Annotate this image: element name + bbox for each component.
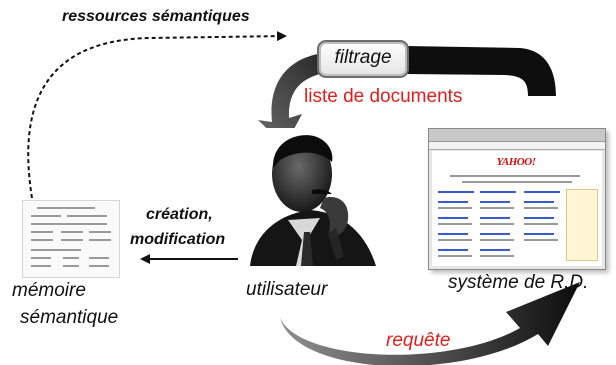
requete-arrow: [280, 282, 580, 365]
browser-content: YAHOO!: [432, 151, 602, 266]
creation-label: création,: [146, 206, 213, 223]
utilisateur-label: utilisateur: [246, 279, 328, 300]
memoire-label-line2: sémantique: [20, 307, 119, 328]
document-thumbnail: [22, 200, 120, 278]
ressources-label: ressources sémantiques: [62, 8, 250, 25]
person-portrait-illustration: [240, 128, 380, 266]
filtrage-label: filtrage: [334, 47, 392, 68]
browser-urlbar: [429, 142, 605, 150]
memoire-label-line1: mémoire: [12, 280, 86, 301]
modification-label: modification: [130, 231, 226, 248]
web-browser-screenshot: YAHOO!: [428, 128, 606, 270]
liste-label: liste de documents: [304, 86, 463, 107]
browser-toolbar: [429, 129, 605, 142]
filtrage-box: filtrage: [317, 40, 409, 78]
liste-arrow: [258, 54, 320, 146]
ressources-arrow: [27, 31, 287, 199]
requete-label: requête: [386, 330, 451, 351]
browser-logo: YAHOO!: [490, 155, 542, 169]
results-band: [406, 46, 556, 96]
systeme-label: système de R.D.: [448, 272, 589, 293]
